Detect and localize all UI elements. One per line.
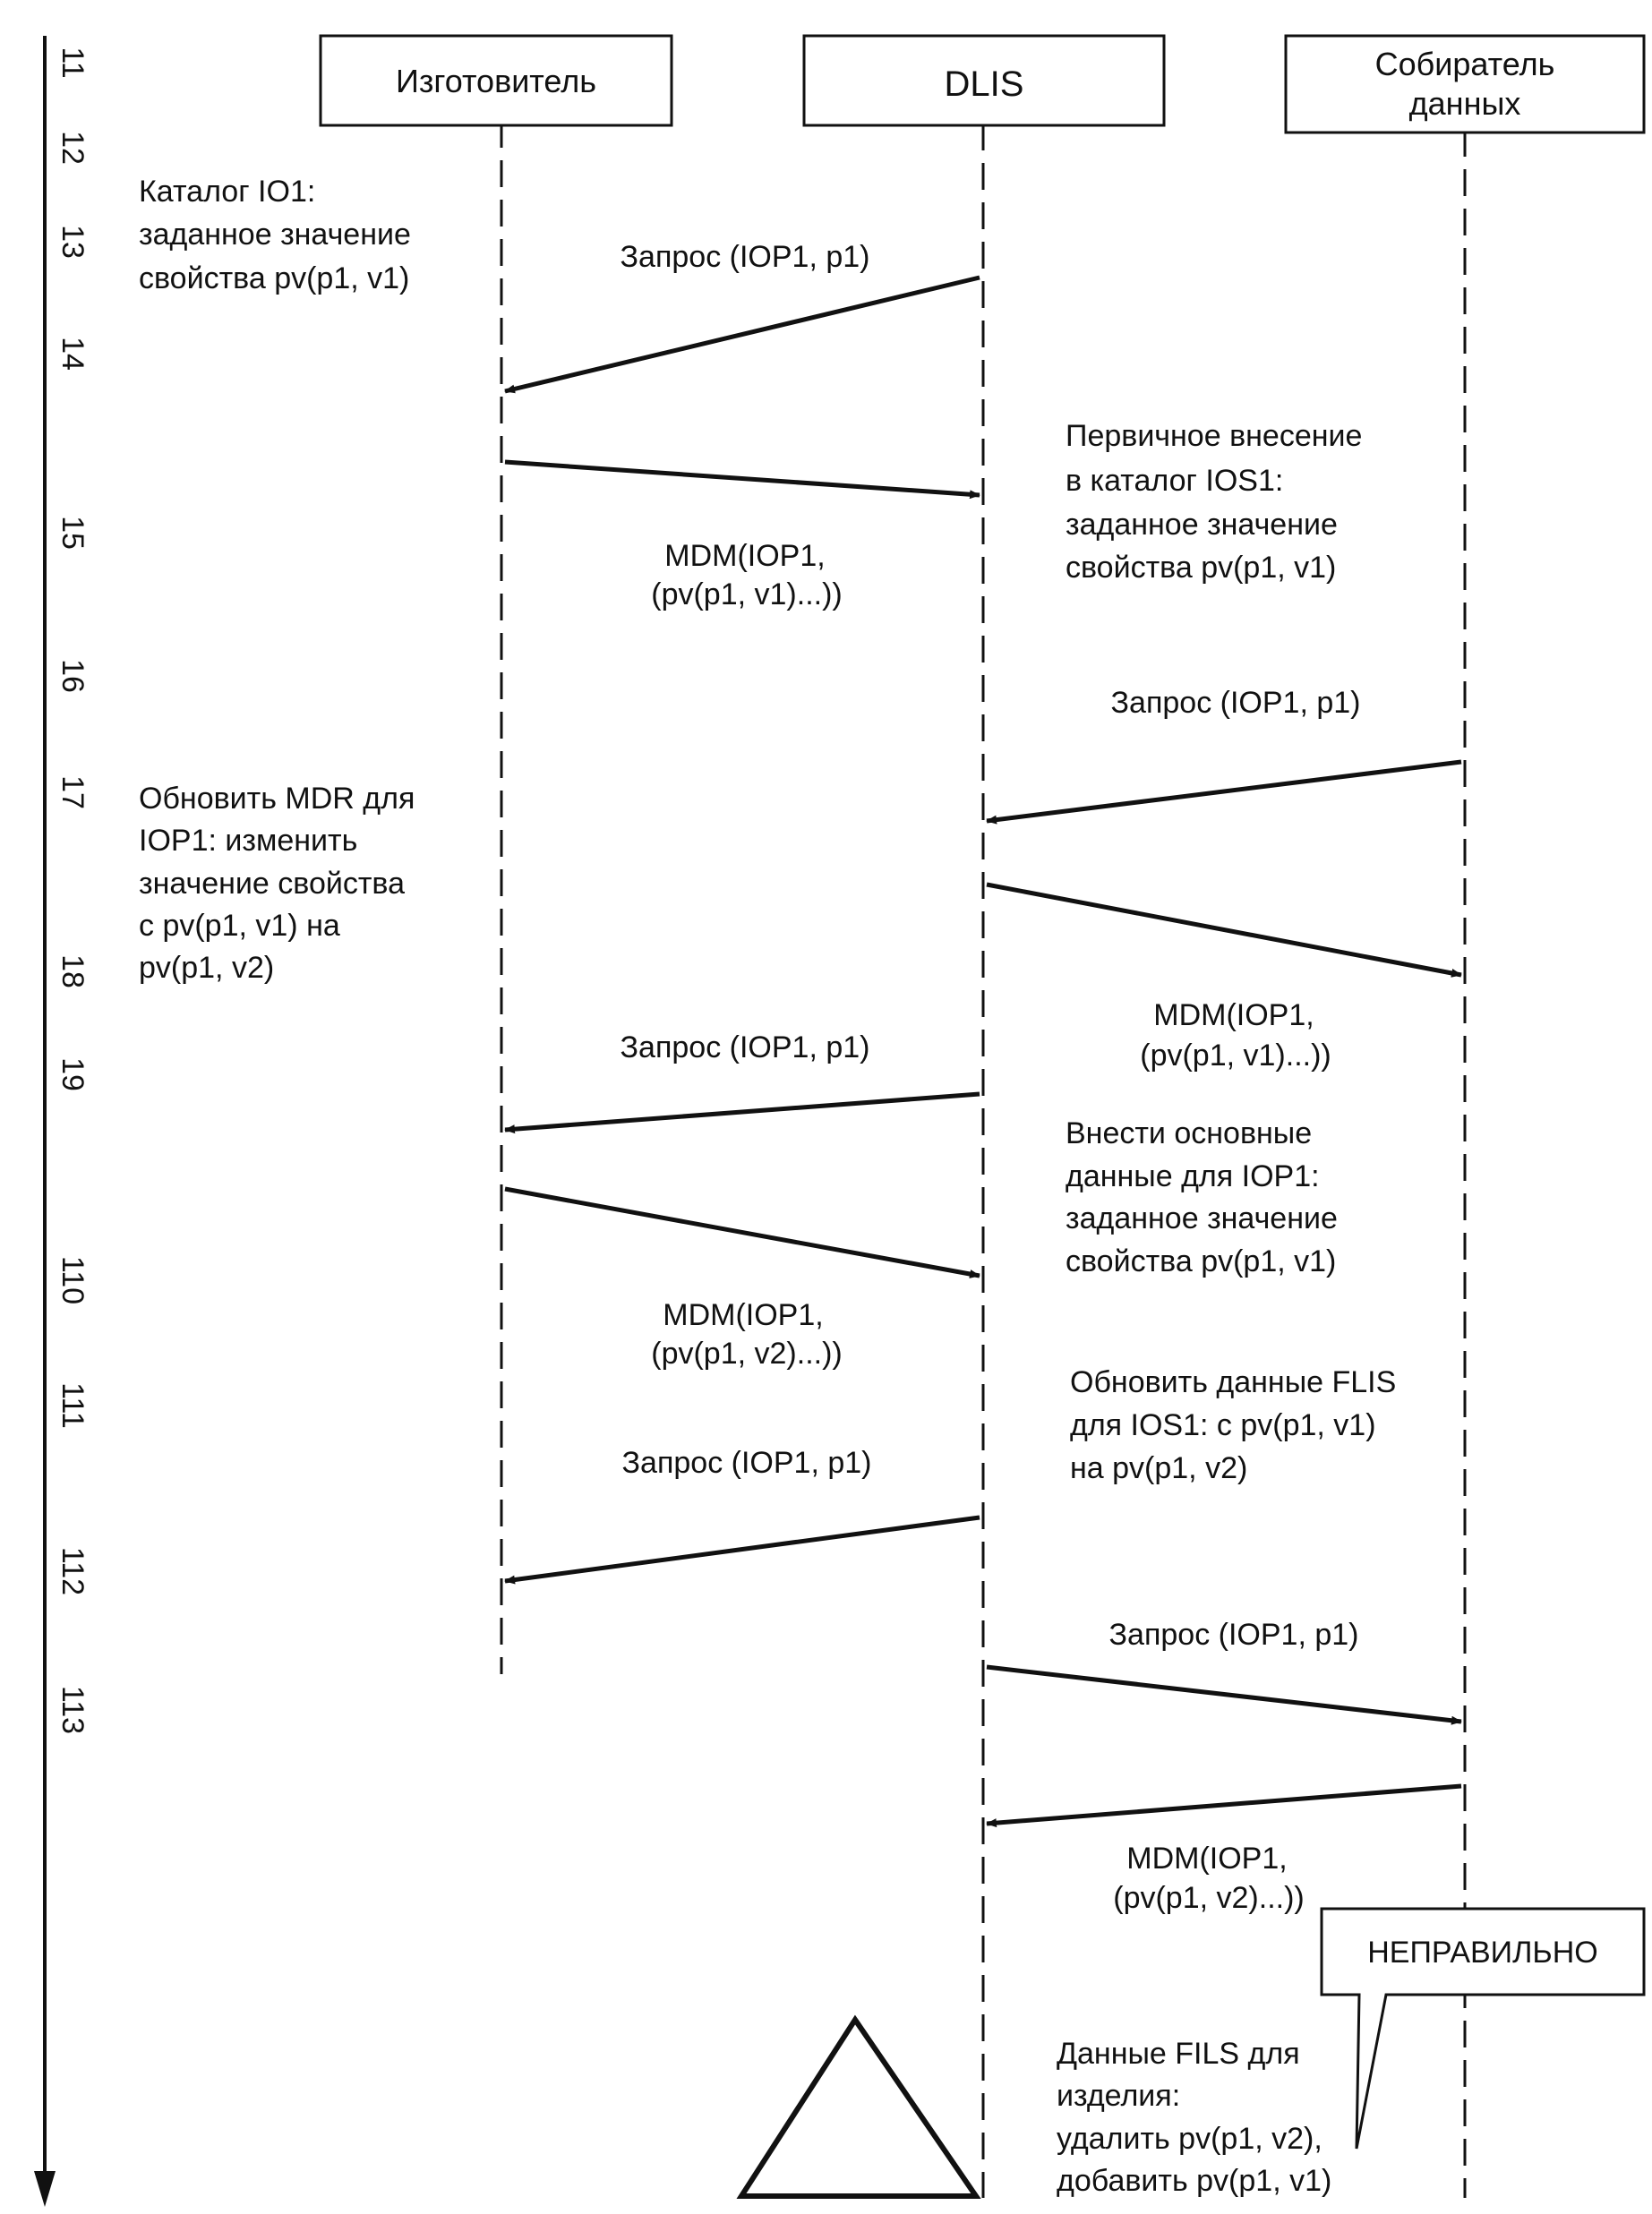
message-label-m9-line1: MDM(IOP1, xyxy=(1126,1842,1287,1876)
note-n6-line3: удалить pv(p1, v2), xyxy=(1057,2122,1322,2156)
message-arrow-m6 xyxy=(504,1186,980,1278)
note-n3-line1: Обновить MDR для xyxy=(139,782,415,816)
participant-collector-label-line2: данных xyxy=(1409,85,1521,122)
time-tick-label: 17 xyxy=(56,775,90,809)
note-n6-line4: добавить pv(p1, v1) xyxy=(1057,2164,1331,2198)
message-label-m9-line2: (pv(p1, v2)...)) xyxy=(1113,1881,1304,1915)
note-n3-line4: с pv(p1, v1) на xyxy=(139,909,340,943)
time-axis-arrowhead xyxy=(34,2171,56,2207)
participant-dlis: DLIS xyxy=(802,34,1166,127)
time-tick-label: 13 xyxy=(56,225,90,259)
note-n6: Данные FILS для изделия: удалить pv(p1, … xyxy=(1057,2037,1331,2198)
note-n1-line3: свойства pv(p1, v1) xyxy=(139,261,409,295)
message-arrow-m9 xyxy=(986,1783,1462,1828)
message-label-m7: Запрос (IOP1, p1) xyxy=(622,1446,872,1480)
note-n1-line1: Каталог IO1: xyxy=(139,175,315,209)
message-label-m6-line2: (pv(p1, v2)...)) xyxy=(651,1337,842,1371)
delta-triangle-icon xyxy=(736,2014,981,2199)
callout-bubble: НЕПРАВИЛЬНО xyxy=(1320,1907,1646,2150)
message-arrow-m8 xyxy=(986,1664,1462,1725)
note-n4-line2: данные для IOP1: xyxy=(1066,1159,1320,1193)
message-label-m6-line1: MDM(IOP1, xyxy=(663,1298,823,1332)
participant-manufacturer-label: Изготовитель xyxy=(396,63,596,99)
time-tick-label: 113 xyxy=(56,1686,90,1734)
time-tick-label: 111 xyxy=(56,1382,90,1429)
note-n5-line1: Обновить данные FLIS xyxy=(1070,1365,1396,1399)
message-label-m8: Запрос (IOP1, p1) xyxy=(1109,1618,1359,1652)
note-n3: Обновить MDR для IOP1: изменить значение… xyxy=(139,782,415,985)
note-n3-line3: значение свойства xyxy=(139,867,405,901)
note-n2: Первичное внесение в каталог IOS1: задан… xyxy=(1066,419,1362,585)
time-tick-label: 112 xyxy=(56,1547,90,1595)
participant-dlis-label: DLIS xyxy=(945,64,1024,104)
note-n4-line3: заданное значение xyxy=(1066,1201,1338,1235)
time-tick-label: 12 xyxy=(56,131,90,165)
note-n1: Каталог IO1: заданное значение свойства … xyxy=(139,175,411,295)
note-n5-line2: для IOS1: с pv(p1, v1) xyxy=(1070,1408,1376,1442)
time-tick-label: 19 xyxy=(56,1057,90,1091)
message-label-m4-line1: MDM(IOP1, xyxy=(1153,998,1314,1032)
message-arrow-m5 xyxy=(504,1091,980,1134)
message-label-m1: Запрос (IOP1, p1) xyxy=(621,240,870,274)
participant-manufacturer: Изготовитель xyxy=(319,34,673,127)
message-label-m4-line2: (pv(p1, v1)...)) xyxy=(1140,1039,1331,1073)
time-axis-ticks: 11 12 13 14 15 16 17 18 19 110 111 112 113 xyxy=(56,47,90,1734)
note-n6-line1: Данные FILS для xyxy=(1057,2037,1300,2071)
note-n2-line3: заданное значение xyxy=(1066,508,1338,542)
note-n4-line4: свойства pv(p1, v1) xyxy=(1066,1244,1336,1278)
message-arrow-m7 xyxy=(504,1515,980,1585)
time-tick-label: 18 xyxy=(56,954,90,988)
note-n4-line1: Внести основные xyxy=(1066,1116,1312,1150)
note-n3-line2: IOP1: изменить xyxy=(139,824,357,858)
participant-collector: Собиратель данных xyxy=(1284,34,1646,134)
message-label-m3: Запрос (IOP1, p1) xyxy=(1111,686,1361,720)
time-tick-label: 16 xyxy=(56,659,90,693)
time-tick-label: 15 xyxy=(56,516,90,550)
callout-text: НЕПРАВИЛЬНО xyxy=(1367,1936,1598,1970)
note-n6-line2: изделия: xyxy=(1057,2079,1180,2113)
note-n1-line2: заданное значение xyxy=(139,218,411,252)
message-arrow-m2 xyxy=(504,459,980,500)
note-n4: Внести основные данные для IOP1: заданно… xyxy=(1066,1116,1338,1278)
time-tick-label: 14 xyxy=(56,337,90,371)
message-arrow-m4 xyxy=(986,882,1462,978)
note-n2-line2: в каталог IOS1: xyxy=(1066,464,1283,498)
note-n5-line3: на pv(p1, v2) xyxy=(1070,1451,1247,1485)
note-n3-line5: pv(p1, v2) xyxy=(139,951,274,985)
message-label-m2-line2: (pv(p1, v1)...)) xyxy=(651,577,842,611)
message-arrow-m1 xyxy=(504,275,980,394)
note-n2-line4: свойства pv(p1, v1) xyxy=(1066,551,1336,585)
message-arrow-m3 xyxy=(986,759,1462,825)
note-n2-line1: Первичное внесение xyxy=(1066,419,1362,453)
message-label-m5: Запрос (IOP1, p1) xyxy=(621,1030,870,1064)
message-label-m2-line1: MDM(IOP1, xyxy=(664,539,825,573)
time-tick-label: 11 xyxy=(56,47,90,78)
participant-collector-label-line1: Собиратель xyxy=(1375,46,1555,82)
note-n5: Обновить данные FLIS для IOS1: с pv(p1, … xyxy=(1070,1365,1396,1485)
time-tick-label: 110 xyxy=(56,1256,90,1304)
